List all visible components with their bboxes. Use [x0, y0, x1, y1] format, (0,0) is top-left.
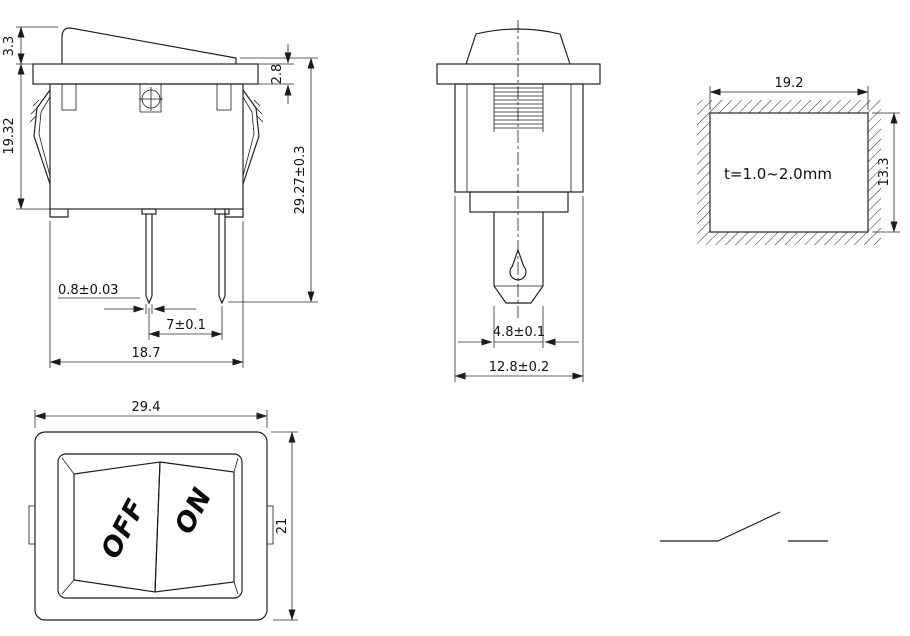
dim-label-overall-height: 29.27±0.3 [293, 146, 308, 215]
dim-label-cutout-height: 13.3 [877, 158, 892, 187]
rocker-opening [57, 453, 243, 599]
bottom-step-left [49, 209, 69, 218]
dim-label-terminal-thickness: 0.8±0.03 [58, 283, 119, 298]
panel-cutout-view: t=1.0~2.0mm 19.2 13.3 [697, 76, 900, 245]
dim-label-body-height: 19.32 [2, 117, 17, 154]
terminal-pin-right [214, 208, 230, 305]
terminal-blade [493, 212, 544, 304]
side-tab-left [28, 505, 36, 545]
top-view: OFF ON 29.4 21 [28, 400, 298, 621]
terminal-pin-left [141, 208, 157, 305]
dim-overall-height: 29.27±0.3 [228, 57, 318, 303]
dim-terminal-thickness: 0.8±0.03 [58, 283, 196, 314]
dim-label-body-depth: 12.8±0.2 [489, 360, 550, 375]
dim-rocker-height: 3.3 [2, 26, 58, 65]
circuit-switch-blade [717, 511, 781, 542]
side-tab-right [266, 505, 274, 545]
rocker-face-on-side [154, 461, 235, 593]
dim-label-rocker-height: 3.3 [2, 36, 17, 57]
dim-cutout-width: 19.2 [709, 76, 869, 110]
corner-connector-tl [61, 457, 75, 475]
corner-connector-tr [233, 457, 239, 473]
right-snap-wing [242, 89, 264, 185]
dim-label-terminal-pitch: 7±0.1 [166, 318, 206, 333]
dim-label-terminal-width: 4.8±0.1 [493, 325, 545, 340]
mounting-flange-front [32, 63, 259, 85]
terminal-keyhole [509, 248, 527, 281]
corner-connector-bl [61, 579, 75, 595]
dim-body-height: 19.32 [2, 63, 50, 210]
circuit-symbol-spst [660, 511, 828, 542]
dim-body-width: 18.7 [49, 221, 244, 368]
bottom-step-right [224, 209, 244, 218]
left-snap-wing [29, 89, 51, 185]
dim-label-body-width: 18.7 [132, 346, 161, 361]
switch-body-front [49, 83, 244, 210]
dim-top-width: 29.4 [34, 400, 268, 428]
dim-flange-thickness: 2.8 [258, 44, 294, 104]
dim-label-cutout-width: 19.2 [775, 76, 804, 91]
dim-label-flange-thickness: 2.8 [270, 64, 285, 85]
cutout-rectangle [709, 112, 869, 233]
rocker-label-on: ON [169, 483, 219, 540]
center-rib [139, 84, 162, 113]
mounting-flange-side [436, 63, 601, 85]
inner-rib-left [61, 83, 77, 111]
dim-body-depth: 12.8±0.2 [454, 196, 584, 382]
rocker-label-off: OFF [95, 494, 152, 564]
dim-terminal-pitch: 7±0.1 [148, 306, 223, 340]
body-lower-step [469, 191, 569, 213]
panel-thickness-note: t=1.0~2.0mm [724, 165, 832, 183]
dim-label-top-height: 21 [275, 518, 290, 535]
rocker-actuator-side [465, 28, 571, 65]
dim-terminal-width: 4.8±0.1 [458, 306, 579, 348]
dim-label-top-width: 29.4 [132, 400, 161, 415]
corner-connector-br [233, 581, 239, 595]
spring-detail [493, 84, 544, 132]
inner-rib-right [216, 83, 232, 111]
front-view: 3.3 19.32 2.8 29.27±0.3 0.8±0.03 [2, 26, 318, 368]
side-view: 4.8±0.1 12.8±0.2 [436, 20, 601, 382]
dim-top-height: 21 [271, 431, 298, 621]
rocker-actuator-front [61, 27, 237, 64]
dim-cutout-height: 13.3 [872, 112, 900, 233]
